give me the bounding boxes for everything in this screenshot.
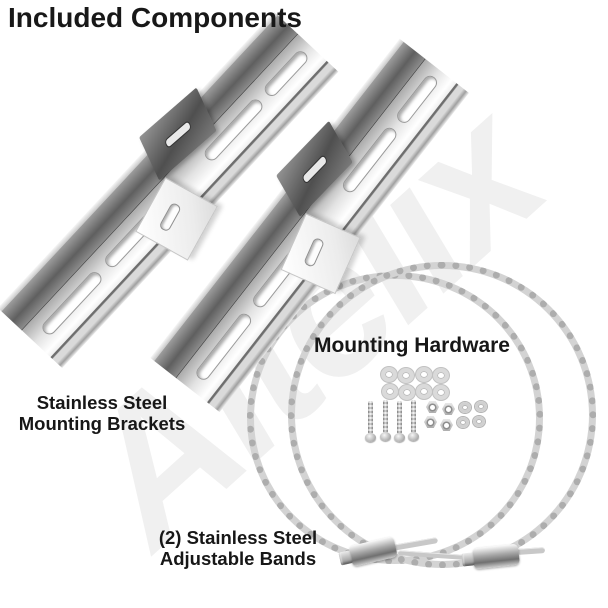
washer	[381, 367, 397, 382]
bands-label-line2: Adjustable Bands	[159, 548, 317, 570]
page-title: Included Components	[8, 2, 302, 33]
brackets-label-line2: Mounting Brackets	[18, 413, 186, 435]
hex-nut	[426, 401, 439, 413]
mount-tab-slot	[303, 236, 325, 268]
bolt	[408, 400, 419, 441]
bands-label: (2) Stainless Steel Adjustable Bands	[146, 527, 330, 569]
lock-washer	[473, 416, 485, 427]
washer	[416, 384, 432, 399]
washer	[382, 384, 398, 399]
z-clip-slot	[163, 119, 193, 150]
hex-nut	[442, 403, 455, 415]
lock-washer	[475, 401, 487, 412]
bands-label-line1: (2) Stainless Steel	[158, 527, 318, 548]
band-clamp-head-2	[472, 543, 520, 570]
band-strap-tail	[516, 547, 546, 555]
hex-nut	[440, 419, 453, 431]
washer	[416, 367, 432, 382]
adjustable-band-2	[288, 262, 596, 568]
bolt	[365, 401, 376, 442]
brackets-label: Stainless Steel Mounting Brackets	[8, 392, 196, 434]
lock-washer	[457, 417, 469, 428]
mount-tab-slot	[158, 201, 182, 233]
hex-nut	[424, 416, 437, 428]
washer	[398, 368, 414, 383]
lock-washer	[459, 402, 471, 413]
washer	[399, 385, 415, 400]
brackets-label-line1: Stainless Steel	[36, 392, 168, 413]
hardware-label: Mounting Hardware	[313, 334, 510, 357]
z-clip-slot	[301, 153, 329, 185]
bolt	[394, 401, 405, 442]
washer	[433, 368, 449, 383]
washer	[433, 385, 449, 400]
bolt	[380, 400, 391, 441]
